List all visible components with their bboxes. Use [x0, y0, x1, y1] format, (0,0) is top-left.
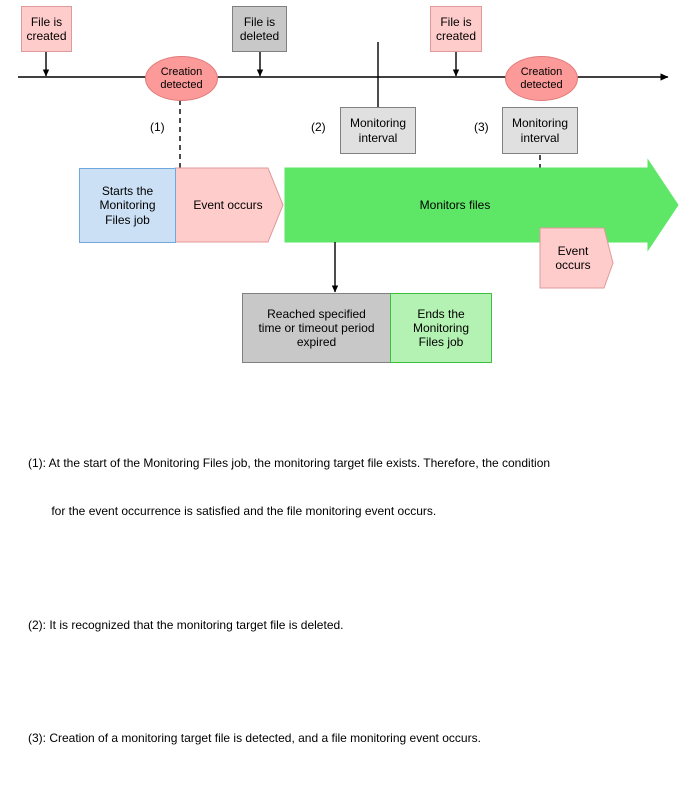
- event-box-label: File is created: [436, 15, 476, 43]
- step-marker-3: (3): [474, 120, 489, 134]
- event-box-file-created-2: File is created: [430, 6, 482, 52]
- label-line-3: expired: [296, 335, 337, 350]
- starts-monitoring-files-job-box: Starts the Monitoring Files job: [79, 168, 176, 243]
- ends-monitoring-files-job-box: Ends the Monitoring Files job: [390, 293, 492, 363]
- legend-item-3: (3): Creation of a monitoring target fil…: [28, 698, 678, 779]
- monitoring-interval-label: Monitoring interval: [512, 116, 568, 144]
- legend-item-1-line-1: (1): At the start of the Monitoring File…: [28, 455, 551, 470]
- starts-job-label: Starts the Monitoring Files job: [99, 184, 155, 226]
- label-line-2: deleted: [239, 29, 280, 43]
- label-line-1: Monitoring: [349, 116, 407, 131]
- step-marker-2: (2): [311, 120, 326, 134]
- diagram-canvas: File is created File is deleted File is …: [18, 6, 679, 745]
- label-line-2: detected: [160, 78, 203, 91]
- label-line-2: interval: [358, 130, 398, 145]
- legend-item-1-line-2: for the event occurrence is satisfied an…: [28, 504, 437, 519]
- event-occurs-left-pentagon: [174, 167, 284, 243]
- monitoring-interval-box-2: Monitoring interval: [502, 107, 578, 154]
- label-line-1: File is: [243, 14, 276, 29]
- label-line-2: Monitoring: [99, 198, 156, 213]
- label-line-2: detected: [520, 78, 563, 91]
- creation-detected-ellipse-2: Creation detected: [505, 56, 578, 101]
- monitoring-interval-label: Monitoring interval: [350, 116, 406, 144]
- label-line-1: Starts the: [101, 184, 154, 199]
- label-line-2: time or timeout period: [258, 320, 375, 335]
- event-box-label: File is created: [26, 15, 66, 43]
- label-line-2: created: [26, 29, 67, 43]
- event-box-file-deleted: File is deleted: [232, 6, 287, 52]
- step-marker-1: (1): [150, 120, 165, 134]
- event-occurs-right-pentagon: [539, 227, 614, 289]
- label-line-1: Creation: [160, 66, 203, 79]
- reached-time-or-timeout-box: Reached specified time or timeout period…: [242, 293, 391, 363]
- label-line-2: interval: [520, 130, 560, 145]
- monitors-files-arrow: [284, 158, 679, 252]
- monitoring-interval-box-1: Monitoring interval: [340, 107, 416, 154]
- label-line-1: File is: [440, 14, 472, 29]
- label-line-3: Files job: [418, 335, 464, 350]
- creation-detected-ellipse-1: Creation detected: [145, 56, 218, 101]
- label-line-1: Creation: [520, 66, 563, 79]
- label-line-2: Monitoring: [412, 320, 470, 335]
- legend-block: (1): At the start of the Monitoring File…: [28, 390, 678, 811]
- label-line-1: Ends the: [417, 306, 465, 321]
- ellipse-label: Creation detected: [520, 66, 562, 90]
- event-box-file-created-1: File is created: [21, 6, 72, 52]
- label-line-1: Monitoring: [511, 116, 569, 131]
- label-line-1: Reached specified: [267, 306, 366, 321]
- event-box-label: File is deleted: [240, 15, 279, 43]
- label-line-1: File is: [30, 14, 63, 29]
- legend-item-2-line-1: (2): It is recognized that the monitorin…: [28, 617, 344, 632]
- ends-job-label: Ends the Monitoring Files job: [413, 307, 469, 349]
- legend-item-3-line-1: (3): Creation of a monitoring target fil…: [28, 730, 481, 745]
- reached-label: Reached specified time or timeout period…: [258, 307, 374, 349]
- label-line-3: Files job: [105, 212, 150, 227]
- label-line-2: created: [435, 29, 477, 43]
- ellipse-label: Creation detected: [160, 66, 202, 90]
- legend-item-2: (2): It is recognized that the monitorin…: [28, 584, 678, 665]
- legend-item-1: (1): At the start of the Monitoring File…: [28, 422, 678, 552]
